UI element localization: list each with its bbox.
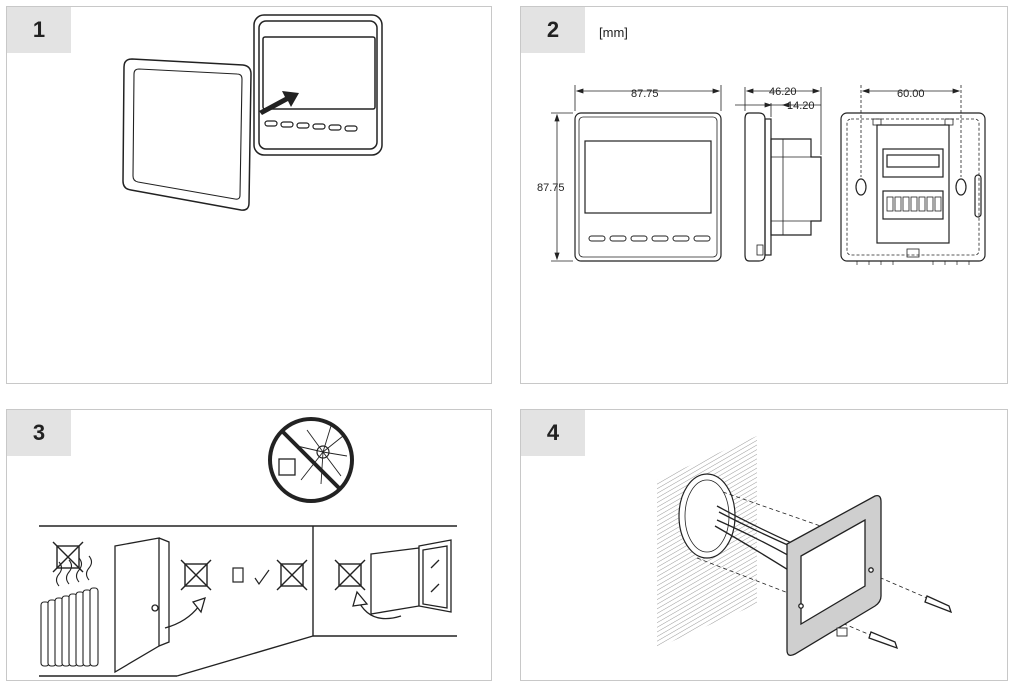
side-view: [744, 112, 822, 262]
not-allowed-marks: [52, 541, 366, 591]
panel-1: 1: [6, 6, 492, 384]
insert-arrow: [259, 91, 299, 115]
unit-label: [mm]: [599, 25, 628, 40]
panel-2: 2 [mm]: [520, 6, 1008, 384]
dim-side-depth: 46.20: [769, 86, 797, 98]
back-view: [840, 112, 986, 265]
window: [352, 539, 452, 620]
dim-side-plate: 14.20: [787, 100, 815, 112]
dim-back-hole-spacing: 60.00: [897, 88, 925, 100]
panel-3: 3: [6, 409, 492, 681]
no-sunlight-icon: [268, 417, 354, 503]
wall-mounting-illustration: [657, 436, 953, 656]
room-walls: [39, 525, 457, 677]
step-badge-1: 1: [7, 7, 71, 53]
front-dimension-lines: [551, 85, 722, 262]
panel-4: 4: [520, 409, 1008, 681]
front-cover-frame: [122, 58, 252, 211]
radiator: [40, 555, 99, 667]
back-dimension-lines: [860, 85, 962, 177]
dimension-drawing: 87.75 87.75 46.20 14.20: [537, 85, 986, 265]
screws: [868, 595, 953, 650]
thermostat-device: [253, 14, 383, 156]
cover-attach-illustration: [122, 14, 383, 211]
dim-front-height: 87.75: [537, 182, 565, 194]
side-dimension-lines: [735, 87, 822, 155]
mounting-frame: [786, 494, 882, 656]
placement-rules-illustration: [39, 417, 457, 677]
door: [114, 537, 206, 674]
step-badge-4: 4: [521, 410, 585, 456]
step-badge-3: 3: [7, 410, 71, 456]
step-badge-2: 2: [521, 7, 585, 53]
dim-front-width: 87.75: [631, 88, 659, 100]
front-view: [574, 112, 722, 262]
correct-placement: [232, 567, 270, 586]
